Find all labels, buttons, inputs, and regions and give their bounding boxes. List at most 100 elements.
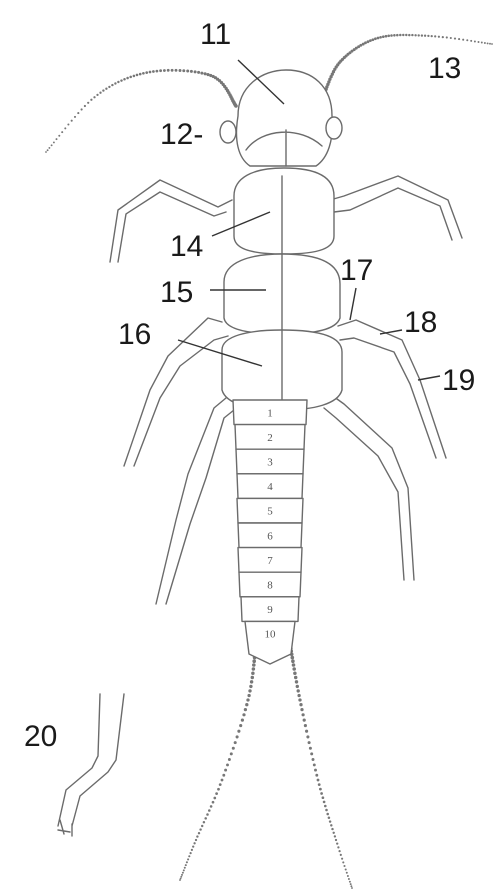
leader-19 <box>418 376 440 380</box>
dot-segment <box>187 858 189 860</box>
abdomen-segment-number: 10 <box>265 629 277 641</box>
dot-segment <box>186 70 189 73</box>
dot-segment <box>411 34 413 36</box>
dot-segment <box>252 667 256 671</box>
dot-segment <box>328 817 331 820</box>
dot-segment <box>156 70 159 73</box>
label-16: 16 <box>118 318 151 351</box>
dot-segment <box>297 694 300 697</box>
dot-segment <box>246 698 249 701</box>
abdomen-segment-number: 1 <box>267 407 273 419</box>
dot-segment <box>300 708 303 711</box>
dot-segment <box>77 112 79 114</box>
dot-segment <box>93 96 95 98</box>
dot-segment <box>310 752 313 755</box>
dot-segment <box>239 724 242 727</box>
dot-segment <box>74 116 76 118</box>
label-15: 15 <box>160 276 193 309</box>
abdomen: 12345678910 <box>233 400 307 664</box>
dot-segment <box>324 805 327 808</box>
dot-segment <box>102 89 104 91</box>
dot-segment <box>182 69 185 72</box>
dot-segment <box>334 835 336 837</box>
dot-segment <box>171 69 174 72</box>
dot-segment <box>84 105 86 107</box>
dot-segment <box>303 719 306 722</box>
dot-segment <box>145 71 148 74</box>
dot-segment <box>298 698 301 701</box>
dot-segment <box>123 78 126 81</box>
dot-segment <box>228 758 231 761</box>
hind-leg-right <box>324 394 414 580</box>
dot-segment <box>295 680 298 683</box>
dot-segment <box>237 730 240 733</box>
dot-segment <box>304 724 307 727</box>
dot-segment <box>322 796 325 799</box>
dot-segment <box>484 42 486 44</box>
dot-segment <box>308 741 311 744</box>
dot-segment <box>336 842 338 844</box>
dot-segment <box>338 850 340 852</box>
dot-segment <box>201 825 203 827</box>
dot-segment <box>180 876 182 878</box>
antenna-right <box>320 34 493 102</box>
dot-segment <box>232 747 235 750</box>
dot-segment <box>333 832 335 834</box>
dot-segment <box>136 74 139 77</box>
front-leg-right <box>330 176 462 240</box>
dot-segment <box>325 809 328 812</box>
dot-segment <box>221 779 224 782</box>
dot-segment <box>213 797 216 800</box>
dot-segment <box>190 852 192 854</box>
hind-leg-left <box>156 398 234 604</box>
label-14: 14 <box>170 230 203 263</box>
dot-segment <box>431 35 433 37</box>
dot-segment <box>247 694 250 697</box>
dot-segment <box>56 138 58 140</box>
dot-segment <box>382 35 385 38</box>
dot-segment <box>192 845 194 847</box>
dot-segment <box>349 881 351 883</box>
label-17: 17 <box>340 254 373 287</box>
dot-segment <box>197 71 200 74</box>
dot-segment <box>185 864 187 866</box>
dot-segment <box>302 713 305 716</box>
dot-segment <box>405 34 407 36</box>
dot-segment <box>318 783 321 786</box>
dot-segment <box>48 147 50 149</box>
dot-segment <box>139 73 142 76</box>
dot-segment <box>234 741 237 744</box>
dot-segment <box>454 38 456 40</box>
dot-segment <box>312 758 315 761</box>
dot-segment <box>217 788 220 791</box>
antenna-left <box>45 69 238 153</box>
dot-segment <box>179 879 181 881</box>
dot-segment <box>418 34 420 36</box>
dot-segment <box>414 34 416 36</box>
dot-segment <box>186 861 188 863</box>
dot-segment <box>114 82 116 84</box>
dot-segment <box>335 839 337 841</box>
dot-segment <box>196 835 198 837</box>
dot-segment <box>292 667 296 671</box>
head-capsule <box>237 70 333 166</box>
dot-segment <box>208 809 211 812</box>
dot-segment <box>206 813 209 816</box>
dot-segment <box>47 149 49 151</box>
dot-segment <box>58 135 60 137</box>
dot-segment <box>351 887 353 889</box>
middle-leg-right <box>338 320 446 458</box>
label-13: 13 <box>428 52 461 85</box>
dot-segment <box>326 813 329 816</box>
dot-segment <box>188 855 190 857</box>
dot-segment <box>319 788 322 791</box>
dot-segment <box>399 34 402 37</box>
dot-segment <box>248 689 251 692</box>
dot-segment <box>462 39 464 41</box>
eye-left <box>220 121 236 143</box>
dot-segment <box>222 774 225 777</box>
dot-segment <box>67 123 69 125</box>
dot-segment <box>204 817 207 820</box>
pronotum <box>234 168 334 254</box>
